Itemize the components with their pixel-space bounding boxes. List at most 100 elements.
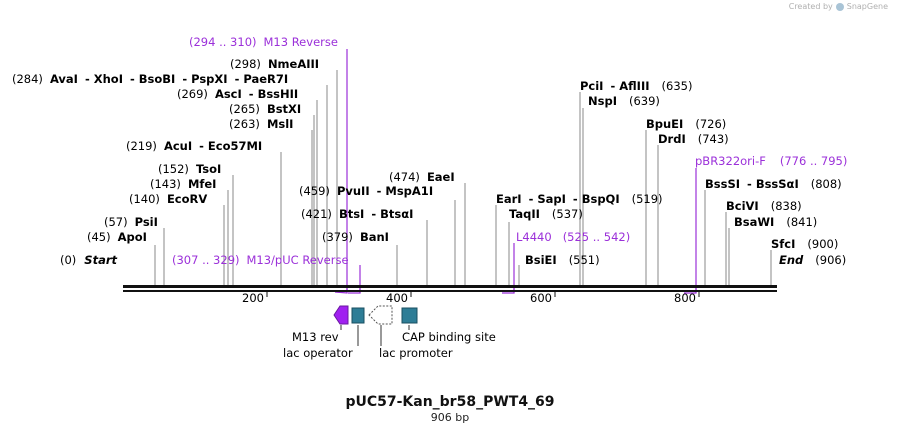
enzyme-label-sfci: SfcI(900) <box>771 237 838 251</box>
enzyme-pos: (841) <box>786 215 817 229</box>
enzyme-pos: (808) <box>811 177 842 191</box>
enzyme-name-psii: PsiI <box>135 215 158 229</box>
enzyme-label-nmeaiii: (298)NmeAIII <box>230 57 319 71</box>
enzyme-name-mfei: MfeI <box>188 177 217 191</box>
enzyme-label-apoi: (45) ApoI <box>87 230 147 244</box>
m13-rev-arrow-icon <box>333 305 349 325</box>
axis-label-800: 800 <box>674 291 696 305</box>
enzyme-dash: - <box>249 87 258 101</box>
enzyme-pos: (298) <box>230 57 261 71</box>
enzyme-name-bsiei: BsiEI <box>525 253 557 267</box>
enzyme-pos: (635) <box>662 79 693 93</box>
feature-label-cap-binding-site: CAP binding site <box>402 330 496 344</box>
primer-label-m13-reverse: (294 .. 310)M13 Reverse <box>189 35 338 49</box>
snapgene-logo-icon <box>835 2 844 11</box>
plasmid-length: 906 bp <box>430 411 470 424</box>
enzyme-name-pvuii: PvuII <box>337 184 370 198</box>
enzyme-pos: (537) <box>552 207 583 221</box>
feature-label-lac-operator: lac operator <box>283 346 353 360</box>
enzyme-label-ecorv: (140)EcoRV <box>129 192 207 206</box>
primer-label-m13-puc-reverse: (307 .. 329)M13/pUC Reverse <box>172 253 349 267</box>
enzyme-dash: - <box>610 79 619 93</box>
enzyme-label-mfei: (143) MfeI <box>150 177 216 191</box>
enzyme-name-avai: AvaI <box>50 72 78 86</box>
enzyme-name-bani: BanI <box>360 230 389 244</box>
enzyme-pos: (57) <box>104 215 128 229</box>
enzyme-name-bcivi: BciVI <box>726 199 759 213</box>
enzyme-label-acui: (219)AcuI- Eco57MI <box>126 139 262 153</box>
cut-site-lines <box>154 70 772 285</box>
enzyme-label-taqii: TaqII (537) <box>509 207 583 221</box>
enzyme-pos: (838) <box>771 199 802 213</box>
enzyme-pos: (45) <box>87 230 111 244</box>
enzyme-name-afliii: AflIII <box>619 79 649 93</box>
plasmid-name: pUC57-Kan_br58_PWT4_69 <box>345 394 555 410</box>
enzyme-name-nspi: NspI <box>588 94 617 108</box>
enzyme-label-nspi: NspI (639) <box>588 94 660 108</box>
enzyme-label-bpuei: BpuEI(726) <box>646 117 726 131</box>
primer-range-pbr322ori-f: (776 .. 795) <box>780 154 848 168</box>
lac-operator-box-icon <box>351 307 365 324</box>
enzyme-pos: (421) <box>301 207 332 221</box>
enzyme-dash: - <box>130 72 139 86</box>
enzyme-name-sapi: SapI <box>537 192 566 206</box>
enzyme-name-pcii: PciI <box>580 79 603 93</box>
axis-label-400: 400 <box>386 291 408 305</box>
enzyme-pos: (459) <box>299 184 330 198</box>
watermark-created-by: Created by <box>788 2 833 11</box>
enzyme-label-bsawi: BsaWI(841) <box>734 215 817 229</box>
enzyme-dash: - <box>529 192 538 206</box>
enzyme-dash: - <box>377 184 386 198</box>
enzyme-pos: (284) <box>12 72 43 86</box>
enzyme-name-mspa1i: MspA1I <box>385 184 433 198</box>
enzyme-label-bstxi: (265)BstXI <box>229 102 301 116</box>
enzyme-name-bsobi: BsoBI <box>139 72 176 86</box>
enzyme-dash: - <box>85 72 94 86</box>
enzyme-name-btsi: BtsI <box>339 207 364 221</box>
enzyme-pos: (379) <box>322 230 353 244</box>
enzyme-name-eari: EarI <box>496 192 522 206</box>
primer-name-m13-reverse: M13 Reverse <box>264 35 338 49</box>
primer-name-m13-puc-reverse: M13/pUC Reverse <box>247 253 349 267</box>
enzyme-name-bstxi: BstXI <box>267 102 301 116</box>
enzyme-name-bspqi: BspQI <box>582 192 620 206</box>
enzyme-pos: (269) <box>177 87 208 101</box>
enzyme-dash: - <box>182 72 191 86</box>
snapgene-watermark: Created by SnapGene <box>789 2 888 11</box>
enzyme-label-end: End(906) <box>779 253 846 267</box>
primer-name-l4440: L4440 <box>516 230 552 244</box>
enzyme-pos: (152) <box>158 162 189 176</box>
enzyme-dash: - <box>371 207 380 221</box>
enzyme-name-eaei: EaeI <box>427 170 455 184</box>
enzyme-pos: (219) <box>126 139 157 153</box>
enzyme-name-taqii: TaqII <box>509 207 540 221</box>
enzyme-pos: (263) <box>229 117 260 131</box>
axis-label-200: 200 <box>242 291 264 305</box>
enzyme-pos: (743) <box>698 132 729 146</box>
enzyme-name-paer7i: PaeR7I <box>243 72 288 86</box>
enzyme-label-bsssi: BssSI- BssSαI(808) <box>705 177 842 191</box>
cap-binding-site-box-icon <box>401 307 418 324</box>
enzyme-name-end: End <box>779 253 804 267</box>
enzyme-name-apoi: ApoI <box>118 230 147 244</box>
enzyme-name-drdi: DrdI <box>658 132 686 146</box>
enzyme-pos: (140) <box>129 192 160 206</box>
lac-promoter-arrow-icon <box>368 305 393 325</box>
enzyme-pos: (551) <box>569 253 600 267</box>
enzyme-name-asci: AscI <box>215 87 242 101</box>
enzyme-name-msli: MslI <box>267 117 294 131</box>
primer-label-l4440: L4440(525 .. 542) <box>516 230 630 244</box>
enzyme-label-drdi: DrdI (743) <box>658 132 729 146</box>
enzyme-label-eari: EarI- SapI- BspQI(519) <box>496 192 663 206</box>
enzyme-pos: (143) <box>150 177 181 191</box>
enzyme-pos: (639) <box>629 94 660 108</box>
enzyme-name-bsssai: BssSαI <box>756 177 799 191</box>
enzyme-name-tsoi: TsoI <box>196 162 221 176</box>
enzyme-label-pvuii: (459) PvuII- MspA1I <box>299 184 433 198</box>
enzyme-label-psii: (57) PsiI <box>104 215 158 229</box>
enzyme-name-acui: AcuI <box>164 139 192 153</box>
enzyme-dash: - <box>573 192 582 206</box>
enzyme-name-bsshii: BssHII <box>258 87 299 101</box>
feature-label-m13-rev: M13 rev <box>292 330 339 344</box>
